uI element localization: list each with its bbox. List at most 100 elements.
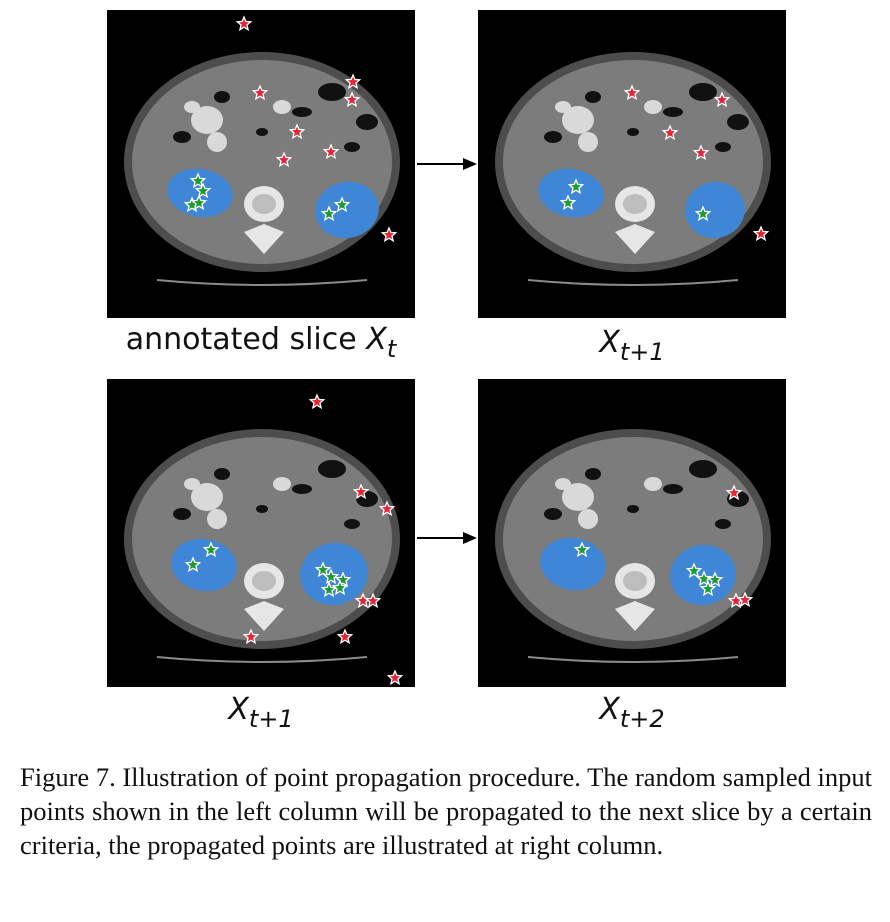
red-star-icon [378,500,396,517]
vertebral-core [252,194,276,214]
bowel-gas [627,505,639,513]
green-star-icon [685,562,703,579]
green-star-icon [331,579,349,596]
bowel-gas [663,107,683,117]
bowel-gas [292,107,312,117]
green-star-icon [699,580,717,597]
bowel-gas [585,91,601,103]
arrow-right-icon [417,158,477,170]
green-star-icon [320,581,338,598]
red-star-icon [235,15,253,32]
green-star-icon [333,196,351,213]
vertebral-core [252,571,276,591]
bowel-gas [715,519,731,529]
red-star-icon [364,592,382,609]
red-star-icon [752,225,770,242]
bowel-gas [727,114,749,130]
ct-slice-input [107,379,415,687]
contrast-bowel [191,483,223,511]
bowel-gas [173,508,191,520]
contrast-bowel [644,100,662,114]
bowel-gas [344,519,360,529]
red-star-icon [736,591,754,608]
ct-slice-annotated [107,10,415,318]
label-propagated-slice: Xt+2 [599,692,665,733]
green-star-icon [190,194,208,211]
left-kidney-mask [171,538,237,592]
right-kidney-mask [685,181,745,239]
green-star-icon [189,172,207,189]
spinous-process [615,601,655,631]
contrast-bowel [555,101,571,113]
spinous-process [244,224,284,254]
scanner-table [156,656,368,663]
red-star-icon [344,73,362,90]
bowel-gas [689,83,717,101]
green-star-icon [320,205,338,222]
contrast-bowel [562,106,594,134]
red-star-icon [380,226,398,243]
bowel-gas [627,128,639,136]
bowel-gas [715,142,731,152]
contrast-bowel [207,132,227,152]
red-star-icon [713,91,731,108]
red-star-icon [251,84,269,101]
red-star-icon [661,124,679,141]
contrast-bowel [562,483,594,511]
red-star-icon [308,393,326,410]
ct-slice-next [478,10,786,318]
red-star-icon [322,143,340,160]
green-star-icon [559,194,577,211]
contrast-bowel [184,101,200,113]
bowel-gas [256,128,268,136]
green-star-icon [314,561,332,578]
label-input-slice: Xt+1 [228,692,294,733]
bowel-gas [544,508,562,520]
red-star-icon [623,84,641,101]
bowel-gas [173,131,191,143]
bowel-gas [318,83,346,101]
bowel-gas [256,505,268,513]
red-star-icon [242,628,260,645]
bowel-gas [214,468,230,480]
bowel-gas [689,460,717,478]
green-star-icon [202,541,220,558]
vertebral-core [623,194,647,214]
scanner-table [527,279,739,286]
vertebral-core [623,571,647,591]
contrast-bowel [555,478,571,490]
red-star-icon [336,628,354,645]
green-star-icon [694,205,712,222]
red-star-icon [343,91,361,108]
bowel-gas [292,484,312,494]
bowel-gas [344,142,360,152]
red-star-icon [386,669,404,686]
red-star-icon [275,151,293,168]
scanner-table [156,279,368,286]
contrast-bowel [207,509,227,529]
green-star-icon [184,556,202,573]
figure-caption: Figure 7. Illustration of point propagat… [20,762,872,860]
bowel-gas [318,460,346,478]
left-kidney-mask [540,537,606,591]
red-star-icon [352,483,370,500]
green-star-icon [695,570,713,587]
label-annotated-slice: annotated slice Xt [125,322,397,363]
contrast-bowel [644,477,662,491]
right-kidney-mask [315,181,379,239]
left-kidney-mask [538,168,604,218]
arrow-right-icon [417,532,477,544]
contrast-bowel [578,509,598,529]
green-star-icon [567,178,585,195]
spinous-process [244,601,284,631]
green-star-icon [573,541,591,558]
red-star-icon [692,144,710,161]
spinous-process [615,224,655,254]
bowel-gas [544,131,562,143]
bowel-gas [214,91,230,103]
bowel-gas [585,468,601,480]
green-star-icon [706,571,724,588]
scanner-table [527,656,739,663]
green-star-icon [194,182,212,199]
